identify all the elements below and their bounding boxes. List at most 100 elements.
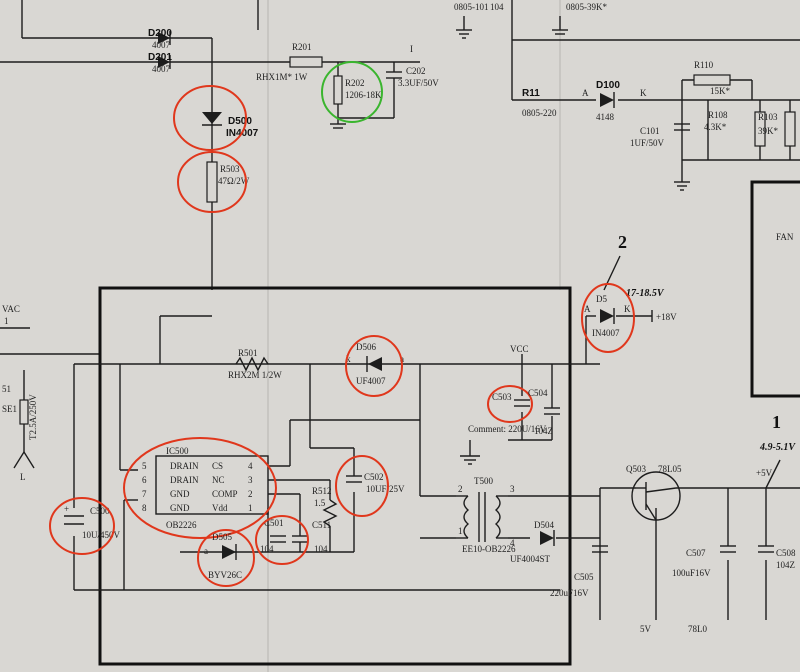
r103-label: R103 [758,112,778,122]
ic-pin-number: 2 [248,489,253,499]
svg-text:+: + [64,504,69,514]
t500-pin-3: 3 [510,484,515,494]
d505-a-label: a [204,546,208,556]
r-top1-sub: 104 [490,2,504,12]
t500-part: EE10-OB2226 [462,544,516,554]
ic-pin-number: 4 [248,461,253,471]
r202-label: R202 [345,78,365,88]
c507-label: C507 [686,548,706,558]
capacitor-c505 [592,545,608,553]
d506-label: D506 [356,342,376,352]
ic-pin-label: Vdd [212,503,228,513]
c202-value: 3.3UF/50V [398,78,439,88]
capacitor-c508 [758,545,774,553]
capacitor-c202 [386,71,402,96]
r503-value: 47Ω/2W [218,176,250,186]
c502-value: 10UF/25V [366,484,405,494]
t500-pin-1: 1 [458,526,463,536]
power-board-outline [98,286,572,666]
d5-value: IN4007 [592,328,620,338]
r201-value: RHX1M* 1W [256,72,308,82]
d5-k-label: K [624,304,631,314]
input-wires [0,0,420,290]
d100-node-k: K [640,88,647,98]
transistor-q503 [631,471,681,521]
c511-label: C511 [312,520,331,530]
c500-label: C500 [90,506,110,516]
r512-label: R512 [312,486,332,496]
d100-value: 4148 [596,112,615,122]
c508-value: 104Z [776,560,795,570]
highlight-d505 [197,529,255,587]
d201-value: 4007 [152,64,171,74]
ic-pin-label: COMP [212,489,238,499]
diode-d504 [540,530,555,546]
ic-part: OB2226 [166,520,197,530]
bottom-78l-label: 78L0 [688,624,707,634]
c500-value: 10U/450V [82,530,121,540]
resistor-r503 [206,161,218,203]
marker-1: 1 [772,412,781,432]
vac-label: VAC [2,304,20,314]
d504-label: D504 [534,520,554,530]
r512-value: 1.5 [314,498,326,508]
d100-node-a: A [582,88,589,98]
diode-d5 [600,308,615,324]
r110-label: R110 [694,60,714,70]
resistor-r501 [235,356,269,372]
c504-value: 104Z [534,426,553,436]
capacitor-c504 [544,407,560,415]
c511-value: 104 [314,544,328,554]
resistor-r201 [289,56,323,68]
d5-label: D5 [596,294,607,304]
d504-value: UF4004ST [510,554,551,564]
highlight-d506 [345,335,403,397]
diode-d506 [366,356,382,372]
fan-block [750,180,800,398]
r108-value: 4.3K* [704,122,727,132]
ic-pin-number: 7 [142,489,147,499]
c504-label: C504 [528,388,548,398]
c505-value: 220uF16V [550,588,589,598]
c505-label: C505 [574,572,594,582]
r201-label: R201 [292,42,312,52]
d500-label: D500 [228,116,252,127]
c508-label: C508 [776,548,796,558]
r11-label: R11 [522,88,540,99]
ic-ref: IC500 [166,446,189,456]
highlight-c502 [335,455,389,517]
transformer-t500 [456,492,508,542]
ic-pin-number: 5 [142,461,147,471]
highlight-c503 [487,385,533,423]
diode-d500 [202,105,222,128]
c101-label: C101 [640,126,660,136]
diode-d201 [148,55,182,69]
bottom-5v-label: 5V [640,624,652,634]
diode-d100 [600,92,615,108]
fuse-symbol [13,370,35,469]
d5-a-label: A [584,304,591,314]
node-i-label: I [410,44,413,54]
capacitor-c500: + [64,504,84,525]
d505-label: D505 [212,532,232,542]
d506-k-label: k [346,354,351,364]
d505-value: BYV26C [208,570,242,580]
ic-oB2226 [155,455,269,515]
output-voltage: 4.9-5.1V [759,442,796,453]
highlight-c501 [255,515,309,565]
q503-label: Q503 [626,464,646,474]
ic-pin-number: 6 [142,475,147,485]
c501-value: 104 [260,544,274,554]
capacitor-c501 [270,535,286,543]
r202-value: 1206-18K [345,90,382,100]
capacitor-c101 [674,123,690,191]
right-top-wires [511,0,800,176]
plus5v-label: +5V [756,468,773,478]
t500-pin-2: 2 [458,484,463,494]
diode-d505 [222,544,237,560]
ground-symbol [460,455,480,465]
d201-label: D201 [148,52,172,63]
d5-voltage: 17-18.5V [626,288,665,299]
capacitor-c511 [292,530,308,552]
d200-value: 4007 [152,40,171,50]
